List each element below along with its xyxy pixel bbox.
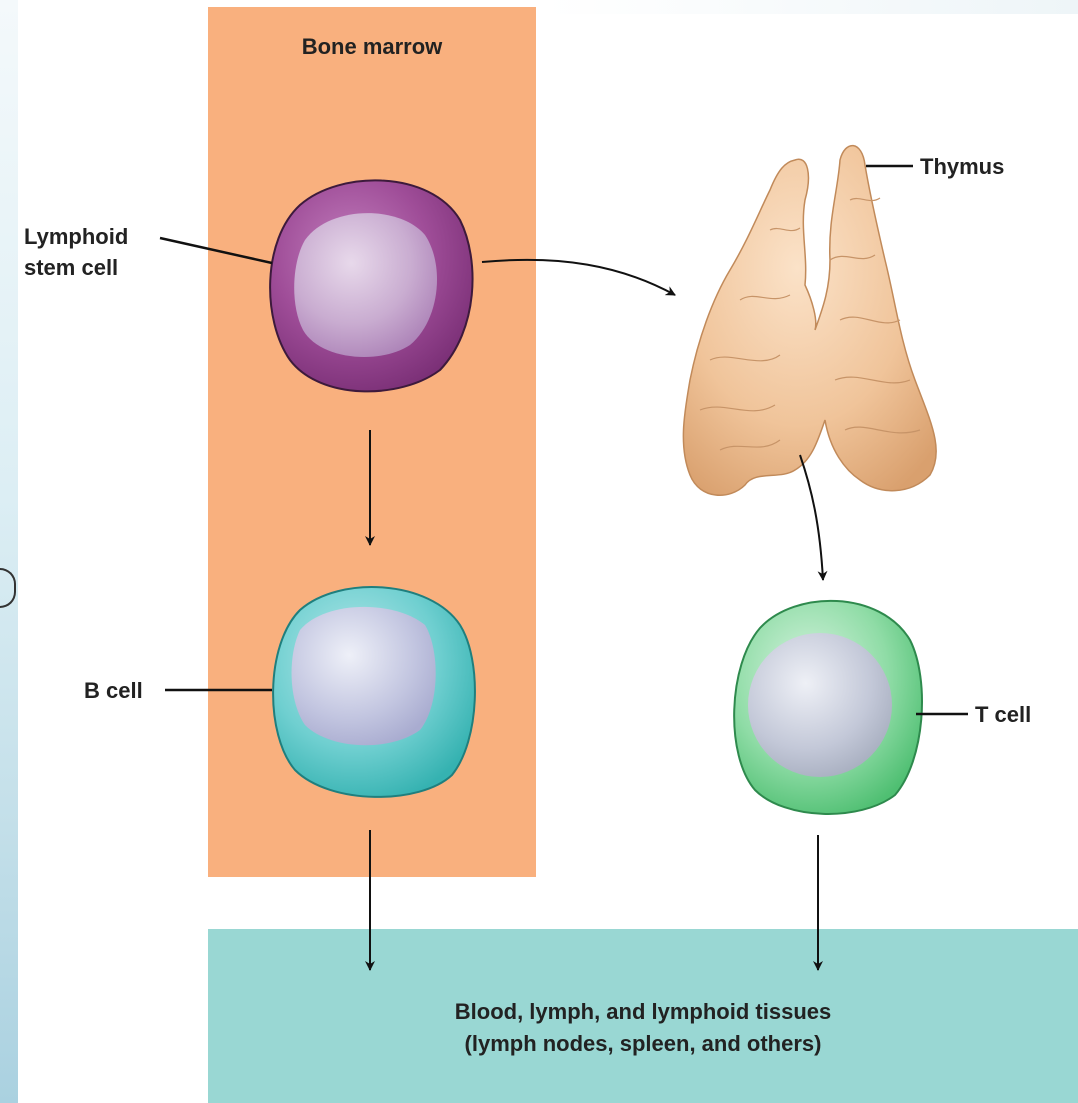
- lymphoid-stem-cell-label: Lymphoid stem cell: [24, 221, 128, 283]
- arrow-stem-to-thymus: [482, 260, 675, 295]
- t-cell: [734, 601, 922, 814]
- t-cell-label: T cell: [975, 699, 1031, 730]
- lymphoid-stem-cell-label-line2: stem cell: [24, 252, 128, 283]
- arrow-thymus-to-tcell: [800, 455, 823, 580]
- b-cell-label: B cell: [84, 675, 143, 706]
- lymphoid-stem-cell: [270, 180, 472, 391]
- thymus-illustration: [683, 146, 936, 496]
- thymus-label: Thymus: [920, 151, 1004, 182]
- lymphoid-stem-cell-label-line1: Lymphoid: [24, 221, 128, 252]
- b-cell: [273, 587, 475, 797]
- leader-stem-cell: [160, 238, 272, 263]
